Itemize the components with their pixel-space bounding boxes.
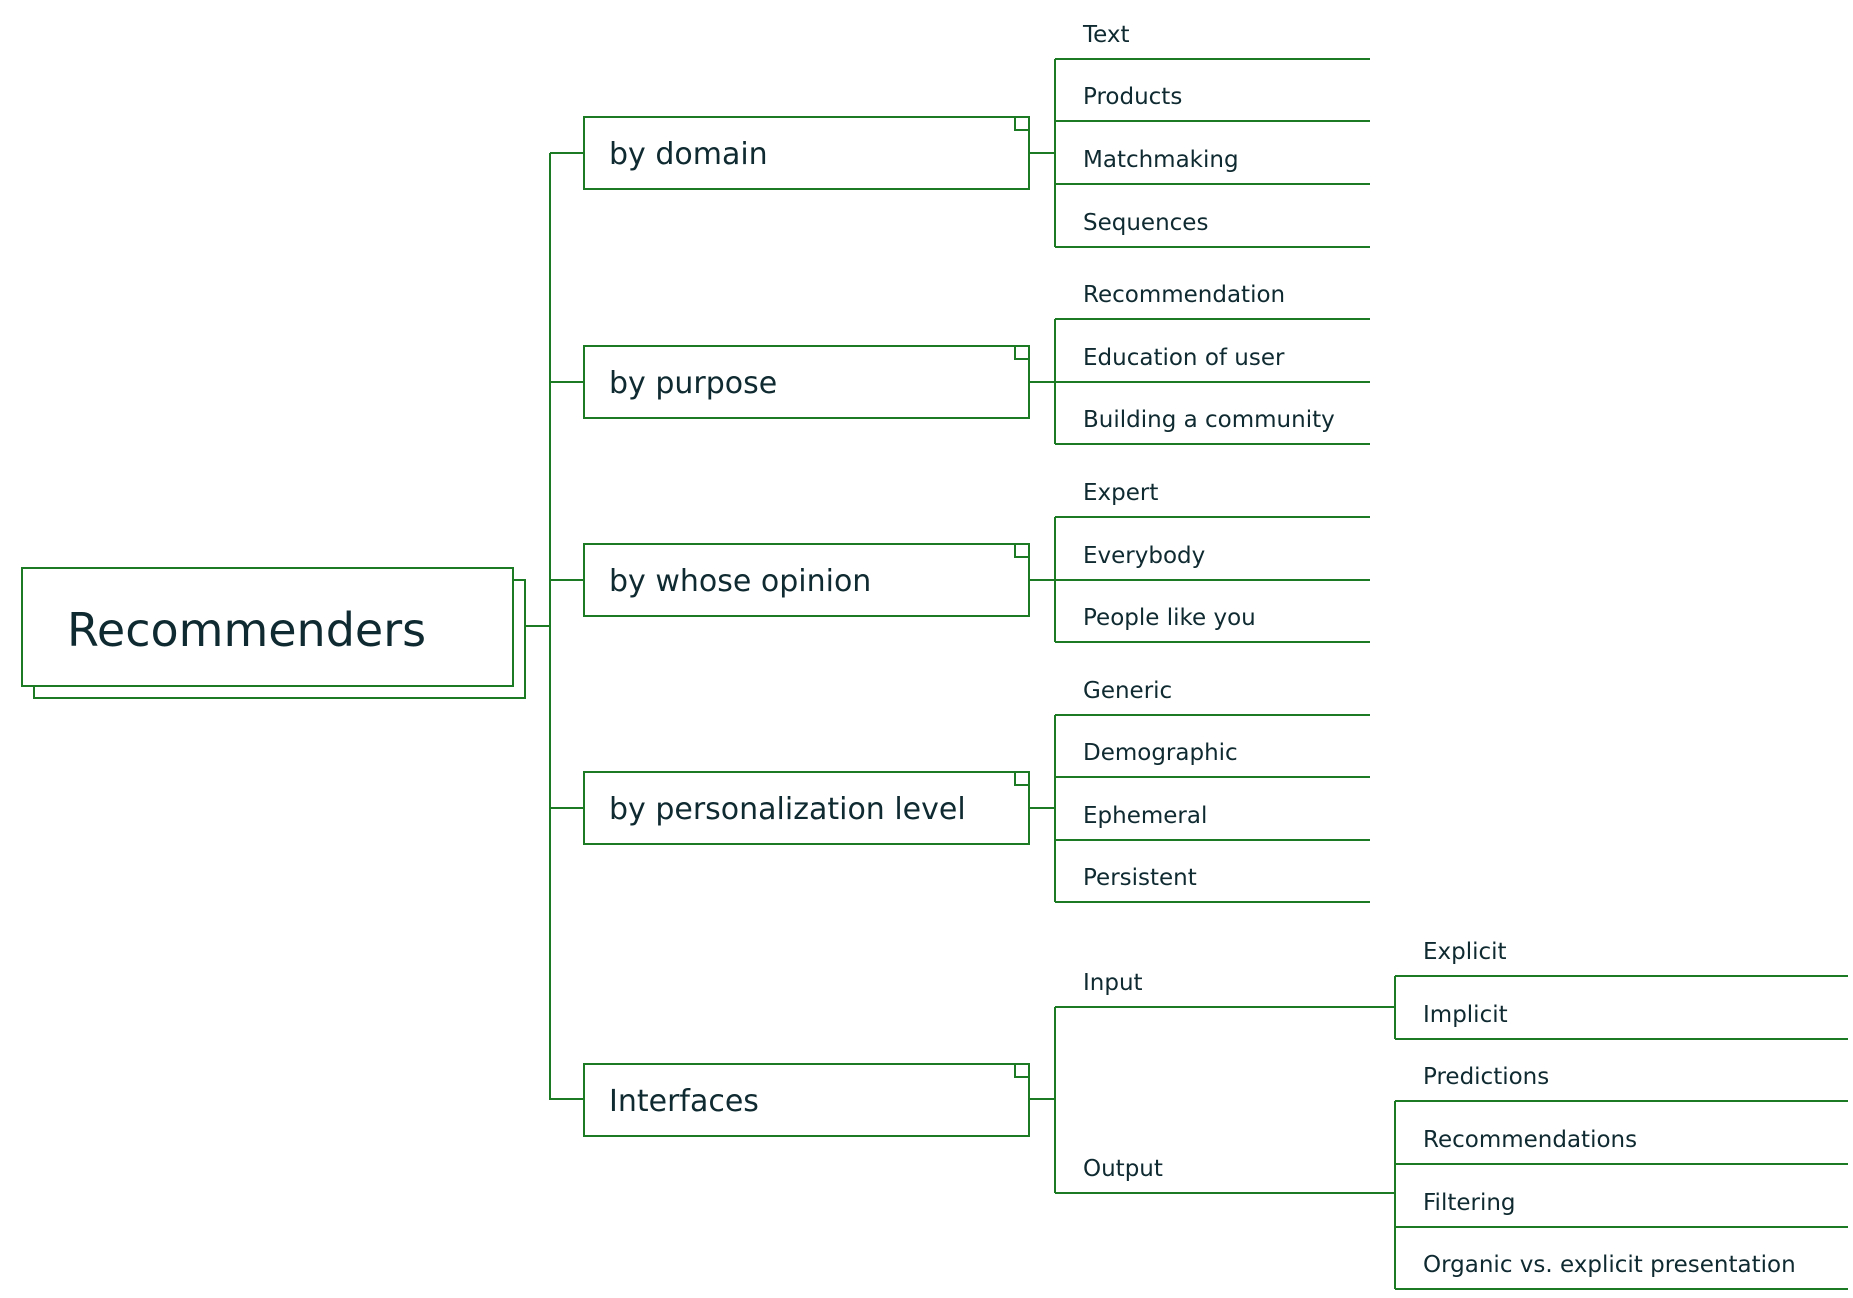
category-label: by whose opinion — [609, 564, 871, 599]
category-label: by purpose — [609, 366, 777, 401]
leaf-predictions: Predictions — [1423, 1064, 1549, 1090]
category-box — [583, 1063, 1030, 1137]
leaf-text: Text — [1082, 22, 1130, 48]
category-by-whose-opinion[interactable]: by whose opinion — [583, 543, 1030, 617]
category-interfaces[interactable]: Interfaces — [583, 1063, 1030, 1137]
children-connector-personalization — [1029, 714, 1370, 903]
leaf-output: Output — [1083, 1156, 1163, 1182]
leaf-sequences: Sequences — [1083, 210, 1208, 236]
note-corner-icon — [1014, 1064, 1029, 1078]
leaf-matchmaking: Matchmaking — [1083, 147, 1239, 173]
root-node-box — [21, 567, 514, 687]
category-by-domain[interactable]: by domain — [583, 116, 1030, 190]
leaf-implicit: Implicit — [1423, 1002, 1508, 1028]
category-by-personalization-level[interactable]: by personalization level — [583, 771, 1030, 845]
leaf-persistent: Persistent — [1083, 865, 1197, 891]
children-connector-interfaces — [1029, 1006, 1395, 1194]
note-corner-icon — [1014, 117, 1029, 131]
note-corner-icon — [1014, 772, 1029, 786]
leaf-everybody: Everybody — [1083, 543, 1205, 569]
category-label: by domain — [609, 137, 768, 172]
leaf-organic-vs-explicit-presentation: Organic vs. explicit presentation — [1423, 1252, 1796, 1278]
leaf-building-a-community: Building a community — [1083, 407, 1335, 433]
children-connector-input — [1394, 975, 1848, 1040]
category-box — [583, 771, 1030, 845]
leaf-ephemeral: Ephemeral — [1083, 803, 1207, 829]
leaf-people-like-you: People like you — [1083, 605, 1256, 631]
note-corner-icon — [1014, 544, 1029, 558]
leaf-education-of-user: Education of user — [1083, 345, 1285, 371]
leaf-expert: Expert — [1083, 480, 1158, 506]
children-connector-purpose — [1029, 318, 1370, 445]
root-node[interactable]: Recommenders — [21, 567, 526, 699]
children-connector-domain — [1029, 58, 1370, 248]
category-label: by personalization level — [609, 792, 966, 827]
leaf-filtering: Filtering — [1423, 1190, 1516, 1216]
leaf-products: Products — [1083, 84, 1182, 110]
category-by-purpose[interactable]: by purpose — [583, 345, 1030, 419]
note-corner-icon — [1014, 346, 1029, 360]
category-label: Interfaces — [609, 1084, 759, 1119]
leaf-demographic: Demographic — [1083, 740, 1238, 766]
children-connector-opinion — [1029, 516, 1370, 643]
leaf-generic: Generic — [1083, 678, 1172, 704]
leaf-input: Input — [1083, 970, 1143, 996]
leaf-recommendations: Recommendations — [1423, 1127, 1637, 1153]
category-box — [583, 116, 1030, 190]
leaf-recommendation: Recommendation — [1083, 282, 1285, 308]
root-title: Recommenders — [67, 603, 426, 657]
children-connector-output — [1394, 1100, 1848, 1290]
leaf-explicit: Explicit — [1423, 939, 1507, 965]
root-connectors — [525, 152, 584, 1100]
